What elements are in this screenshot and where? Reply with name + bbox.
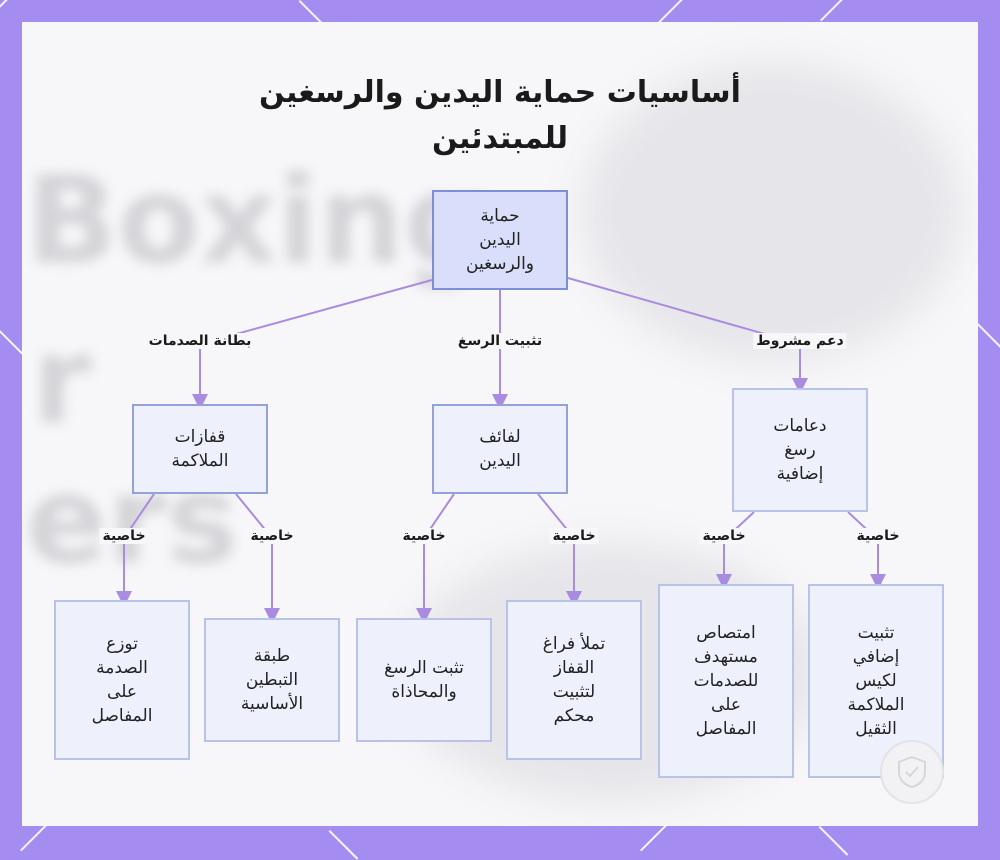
frame-decoration	[819, 826, 849, 856]
node-boxing-gloves: قفازات الملاكمة	[132, 404, 268, 494]
watermark-badge	[880, 740, 944, 804]
edge-supports-s1	[724, 512, 754, 582]
node-wrist-supports: دعامات رسغ إضافية	[732, 388, 868, 512]
edge-label-impact-lining: بطانة الصدمات	[146, 333, 255, 349]
edge-label-property: خاصية	[853, 528, 902, 544]
edge-label-wrist-stability: تثبيت الرسغ	[455, 333, 545, 349]
edge-label-conditional-support: دعم مشروط	[753, 333, 846, 349]
frame-decoration	[640, 822, 670, 852]
diagram-card: Boxing r ers أساسيات حماية اليدين والرسغ…	[22, 22, 978, 826]
edge-label-property: خاصية	[399, 528, 448, 544]
edge-wraps-w1	[424, 494, 454, 616]
edge-label-property: خاصية	[247, 528, 296, 544]
node-hand-wraps: لفائف اليدين	[432, 404, 568, 494]
edge-label-property: خاصية	[699, 528, 748, 544]
node-fill-glove-gap: تملأ فراغ القفاز لتثبيت محكم	[506, 600, 642, 760]
frame-decoration	[820, 0, 864, 21]
edge-label-property: خاصية	[549, 528, 598, 544]
node-hand-wrist-protection: حماية اليدين والرسغين	[432, 190, 568, 290]
node-distribute-impact: توزع الصدمة على المفاصل	[54, 600, 190, 760]
edge-wraps-w2	[538, 494, 574, 599]
node-targeted-absorption: امتصاص مستهدف للصدمات على المفاصل	[658, 584, 794, 778]
edge-supports-s2	[848, 512, 878, 582]
edge-root-supports	[568, 278, 800, 386]
edge-label-property: خاصية	[99, 528, 148, 544]
edge-gloves-g2	[236, 494, 272, 616]
shield-icon	[894, 754, 930, 790]
node-wrist-alignment: تثبت الرسغ والمحاذاة	[356, 618, 492, 742]
node-padding-layer: طبقة التبطين الأساسية	[204, 618, 340, 742]
frame-decoration	[329, 830, 359, 860]
edge-gloves-g1	[124, 494, 154, 599]
